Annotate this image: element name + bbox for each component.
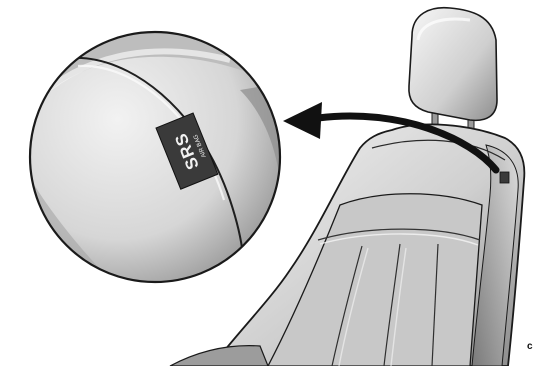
magnifier-circle: SRS AIR BAG [20,20,320,300]
airbag-tag-on-seat [500,172,509,183]
seat-cushion [170,346,268,366]
headrest [409,8,497,121]
figure-code: c [527,341,533,352]
